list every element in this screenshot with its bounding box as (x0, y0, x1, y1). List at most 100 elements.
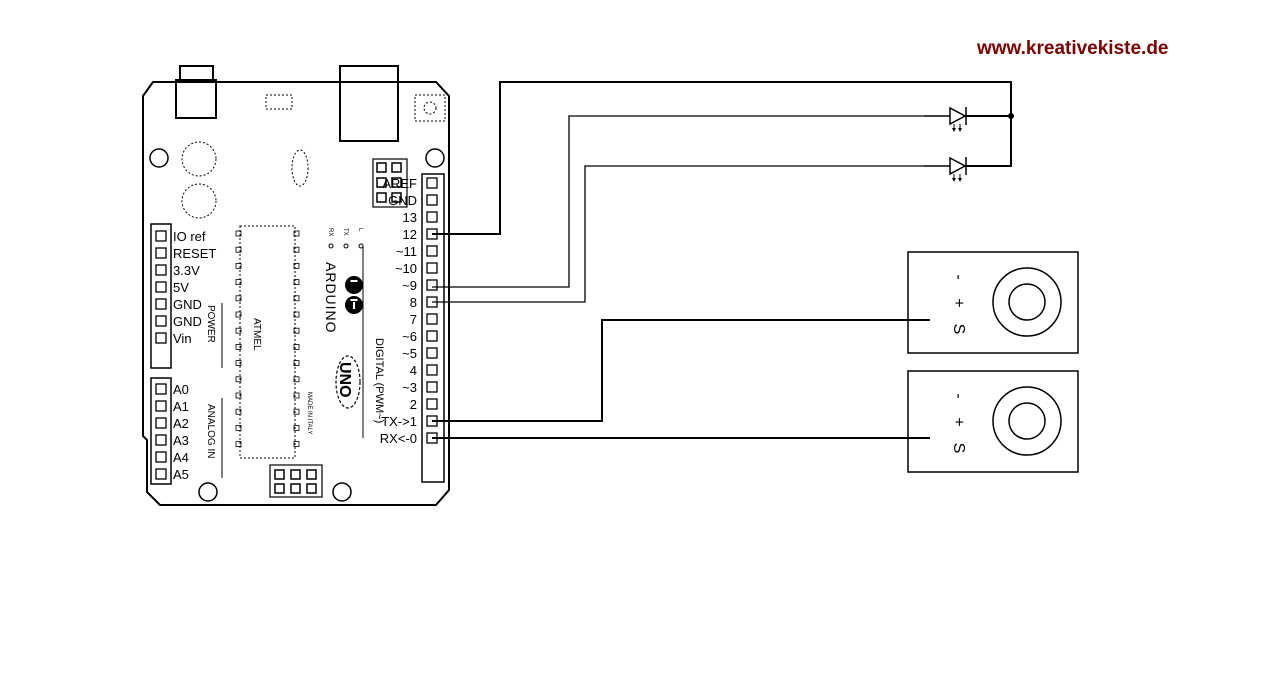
usb-connector (339, 65, 399, 142)
site-url[interactable]: www.kreativekiste.de (977, 38, 1169, 59)
power-pin-gnd (155, 298, 167, 310)
digital-pin-label: ~5 (402, 346, 417, 361)
icsp-header-bottom (269, 464, 323, 498)
digital-pin-label: ~11 (396, 244, 417, 259)
analog-pin-a1 (155, 400, 167, 412)
digital-pin-label: RX<-0 (380, 431, 417, 446)
analog-pin-a0 (155, 383, 167, 395)
wire-pin10 (432, 165, 924, 303)
power-pin-reset (155, 247, 167, 259)
digital-pin-7 (426, 313, 438, 325)
led-2 (949, 156, 967, 182)
digital-pin-4 (426, 364, 438, 376)
reset-button (414, 94, 446, 122)
digital-pin-5 (426, 347, 438, 359)
brand-label: ARDUINO (323, 262, 339, 334)
icsp-pin (376, 192, 387, 203)
icsp-pin (290, 483, 301, 494)
digital-pin-label: AREF (382, 176, 417, 191)
digital-pin-3 (426, 381, 438, 393)
digital-pin-label: ~3 (402, 380, 417, 395)
analog-pin-label: A2 (173, 416, 189, 431)
led-1 (949, 106, 967, 132)
digital-pin-9 (426, 279, 438, 291)
led-label-l: L (357, 228, 363, 232)
mounting-hole-2 (425, 148, 445, 168)
analog-pin-label: A1 (173, 399, 189, 414)
crystal (291, 149, 309, 187)
analog-pin-label: A0 (173, 382, 189, 397)
uno-badge (335, 355, 361, 409)
digital-header-label: DIGITAL (PWM~) (373, 338, 385, 423)
digital-pin-label: 7 (410, 312, 417, 327)
atmel-chip (235, 225, 300, 459)
power-pin-gnd (155, 315, 167, 327)
power-pin-io-ref (155, 230, 167, 242)
analog-pin-a2 (155, 417, 167, 429)
board-led-rx (328, 243, 334, 249)
sensor-2-pin-minus: - (950, 393, 967, 398)
board-led-l (358, 243, 364, 249)
wire-pin11 (432, 115, 924, 288)
digital-pin-aref (426, 177, 438, 189)
digital-pin-label: 4 (410, 363, 417, 378)
arduino-logo (345, 276, 363, 314)
capacitor-1 (181, 141, 217, 177)
power-pin-vin (155, 332, 167, 344)
analog-pin-label: A4 (173, 450, 189, 465)
icsp-pin (306, 469, 317, 480)
analog-pin-a3 (155, 434, 167, 446)
analog-pin-a5 (155, 468, 167, 480)
power-pin-label: 5V (173, 280, 189, 295)
chip-label: ATMEL (251, 318, 262, 351)
sensor-2-pin-plus: + (950, 417, 967, 426)
icsp-pin (391, 192, 402, 203)
mounting-hole-4 (332, 482, 352, 502)
wires (432, 81, 1014, 439)
made-in-label: MADE IN ITALY (306, 392, 312, 434)
power-pin-label: GND (173, 314, 202, 329)
icsp-pin (391, 177, 402, 188)
sensor-1-pin-minus: - (950, 274, 967, 279)
analog-pin-label: A3 (173, 433, 189, 448)
board-led-tx (343, 243, 349, 249)
arduino-board-outline (142, 81, 450, 506)
wire-gnd (432, 81, 1012, 235)
voltage-regulator (265, 94, 293, 110)
analog-pin-label: A5 (173, 467, 189, 482)
digital-pin-label: ~9 (402, 278, 417, 293)
analog-header-label: ANALOG IN (205, 404, 216, 458)
digital-pin-label: ~6 (402, 329, 417, 344)
digital-pin-11 (426, 245, 438, 257)
junction (1008, 113, 1014, 119)
led-label-tx: TX (342, 228, 348, 236)
power-pin-label: GND (173, 297, 202, 312)
digital-pin-2 (426, 398, 438, 410)
capacitor-2 (181, 183, 217, 219)
power-pin-3-3v (155, 264, 167, 276)
digital-pin-gnd (426, 194, 438, 206)
sensor-module-1 (907, 251, 1079, 354)
icsp-pin (274, 483, 285, 494)
digital-pin-label: TX->1 (381, 414, 417, 429)
digital-pin-label: GND (388, 193, 417, 208)
power-pin-label: 3.3V (173, 263, 200, 278)
icsp-pin (306, 483, 317, 494)
model-label: UNO (336, 362, 353, 398)
digital-pin-label: 2 (410, 397, 417, 412)
power-pin-5v (155, 281, 167, 293)
icsp-header-top (372, 158, 408, 208)
power-pin-label: RESET (173, 246, 216, 261)
icsp-pin (391, 162, 402, 173)
icsp-pin (290, 469, 301, 480)
mounting-hole-3 (198, 482, 218, 502)
digital-pin-label: 13 (403, 210, 417, 225)
digital-pin-6 (426, 330, 438, 342)
dc-power-jack (175, 65, 217, 119)
analog-pin-a4 (155, 451, 167, 463)
